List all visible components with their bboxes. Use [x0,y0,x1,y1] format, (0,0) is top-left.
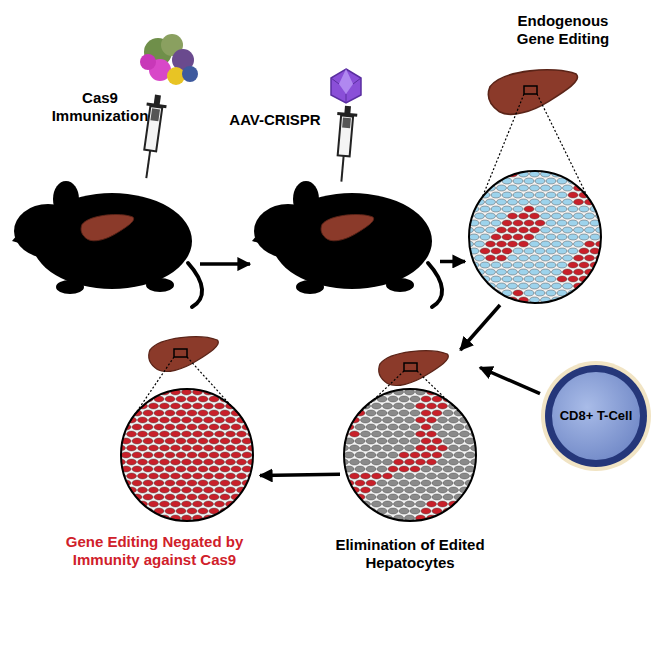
mouse [12,181,202,307]
liver-stage: Elimination of Edited Hepatocytes [340,350,480,525]
syringe [136,94,167,180]
arrow [200,262,250,266]
arrow [440,260,465,264]
liver-stage: Endogenous Gene Editing [465,70,605,305]
liver-stage: Gene Editing Negated by Immunity against… [115,335,260,525]
tissue-circle [344,389,476,521]
mouse-stage: AAV-CRISPR [250,175,440,310]
liver [149,337,219,372]
stage-label: Gene Editing Negated by Immunity against… [47,533,262,569]
arrow [260,474,340,475]
stage-label: Endogenous Gene Editing [503,12,623,48]
stage-label: Elimination of Edited Hepatocytes [315,536,505,572]
tissue-circle [469,171,601,303]
syringe [331,105,358,182]
cas9-protein [140,34,198,85]
zoom-box [482,86,588,197]
aav-capsid [331,69,361,103]
liver [379,351,449,386]
liver [488,70,577,115]
zoom-box [134,349,240,415]
stage-label: Cas9 Immunization [40,89,160,125]
cell-label: CD8+ T-Cell [556,408,636,424]
arrow [460,305,500,350]
arrow [480,368,540,394]
mouse-stage: Cas9 Immunization [10,175,200,310]
stage-label: AAV-CRISPR [215,111,335,129]
zoom-box [357,363,463,415]
t-cell: CD8+ T-Cell [540,360,652,472]
mouse [252,181,442,307]
